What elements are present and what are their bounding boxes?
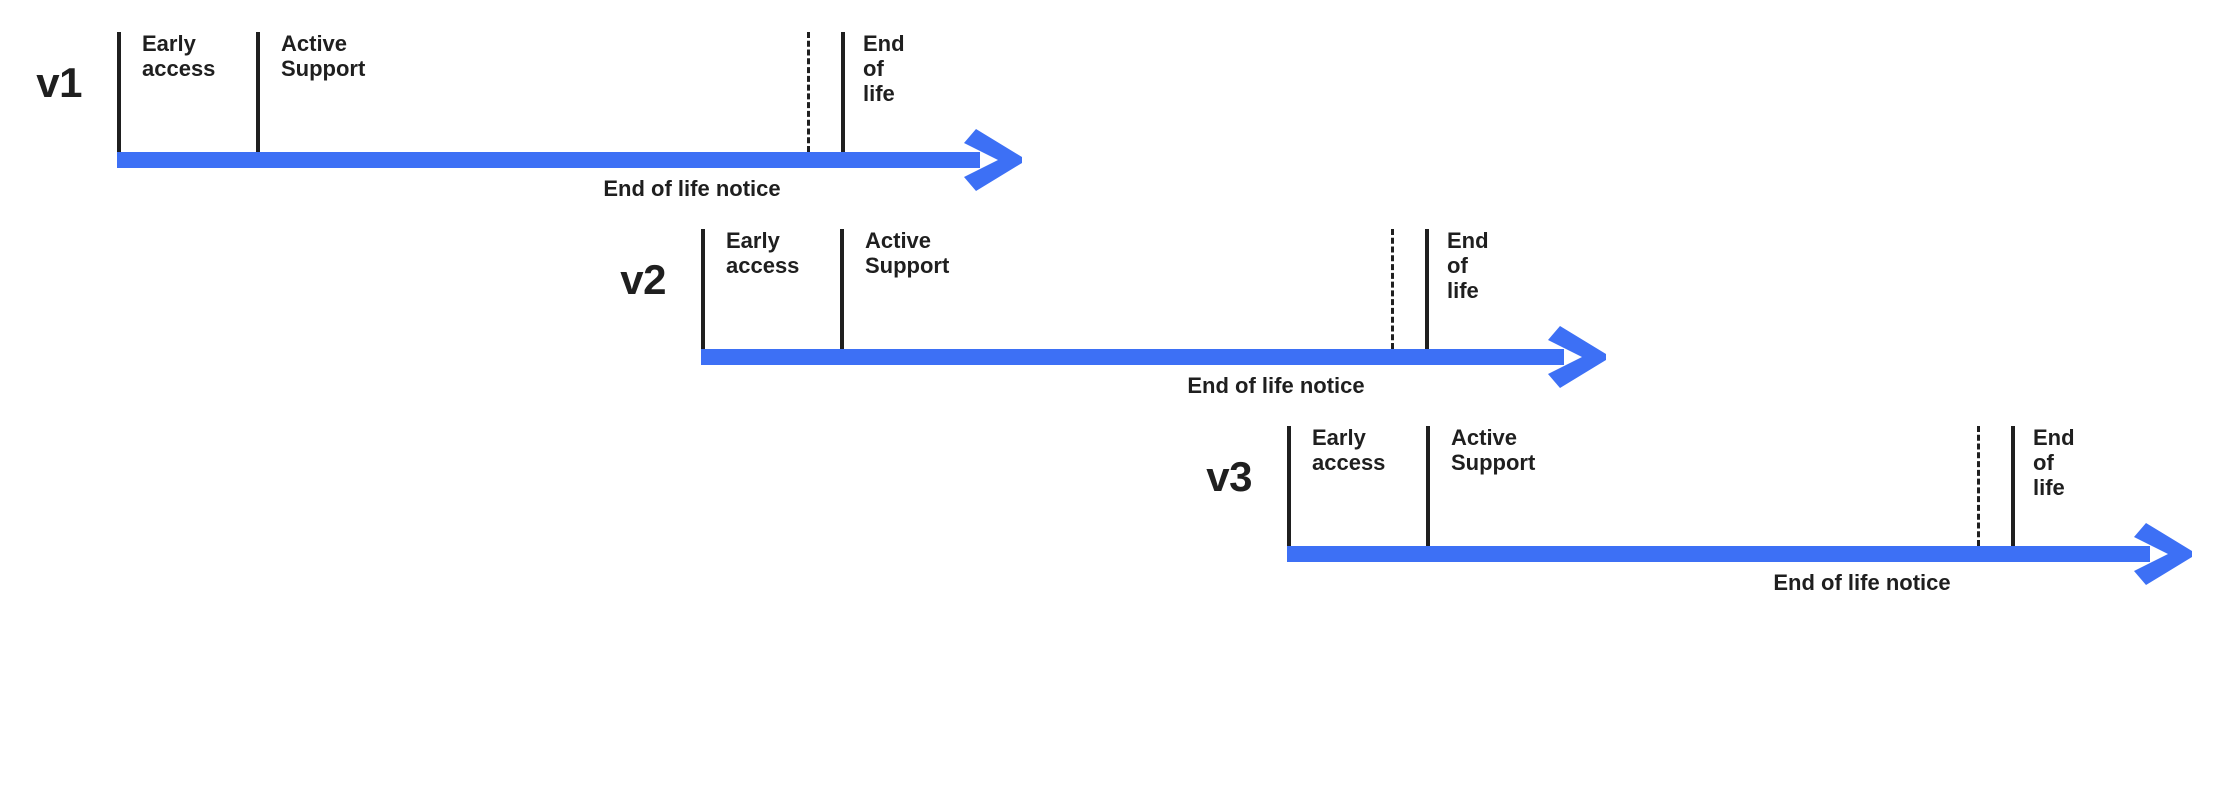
boundary-tick-active-support-start-v3: [1426, 426, 1430, 546]
phase-label-early-access-v2: Early access: [726, 228, 800, 278]
boundary-tick-dashed-eol-notice-v1: [807, 32, 810, 152]
phase-label-early-access-v3: Early access: [1312, 425, 1386, 475]
timeline-arrow-head-v3: [2132, 522, 2198, 591]
timeline-arrow-shaft-v2: [701, 349, 1564, 365]
boundary-tick-active-support-start-v1: [256, 32, 260, 152]
phase-label-active-support-v3: Active Support: [1451, 425, 1536, 475]
boundary-tick-end-of-life-start-v2: [1425, 229, 1429, 349]
boundary-tick-end-of-life-start-v3: [2011, 426, 2015, 546]
boundary-tick-early-access-start-v2: [701, 229, 705, 349]
phase-label-active-support-v2: Active Support: [865, 228, 950, 278]
timeline-arrow-head-v1: [962, 128, 1028, 197]
phase-label-end-of-life-v2: End of life: [1447, 228, 1489, 303]
version-label-v1: v1: [36, 59, 82, 106]
version-label-v3: v3: [1206, 453, 1252, 500]
phase-label-active-support-v1: Active Support: [281, 31, 366, 81]
eol-notice-label-v2: End of life notice: [1187, 373, 1365, 398]
phase-label-end-of-life-v1: End of life: [863, 31, 905, 106]
version-label-v2: v2: [620, 256, 666, 303]
timeline-arrow-shaft-v1: [117, 152, 980, 168]
eol-notice-label-v1: End of life notice: [603, 176, 781, 201]
boundary-tick-early-access-start-v1: [117, 32, 121, 152]
boundary-tick-dashed-eol-notice-v3: [1977, 426, 1980, 546]
boundary-tick-end-of-life-start-v1: [841, 32, 845, 152]
boundary-tick-dashed-eol-notice-v2: [1391, 229, 1394, 349]
timeline-arrow-head-v2: [1546, 325, 1612, 394]
boundary-tick-early-access-start-v3: [1287, 426, 1291, 546]
boundary-tick-active-support-start-v2: [840, 229, 844, 349]
phase-label-early-access-v1: Early access: [142, 31, 216, 81]
eol-notice-label-v3: End of life notice: [1773, 570, 1951, 595]
timeline-arrow-shaft-v3: [1287, 546, 2150, 562]
phase-label-end-of-life-v3: End of life: [2033, 425, 2075, 500]
